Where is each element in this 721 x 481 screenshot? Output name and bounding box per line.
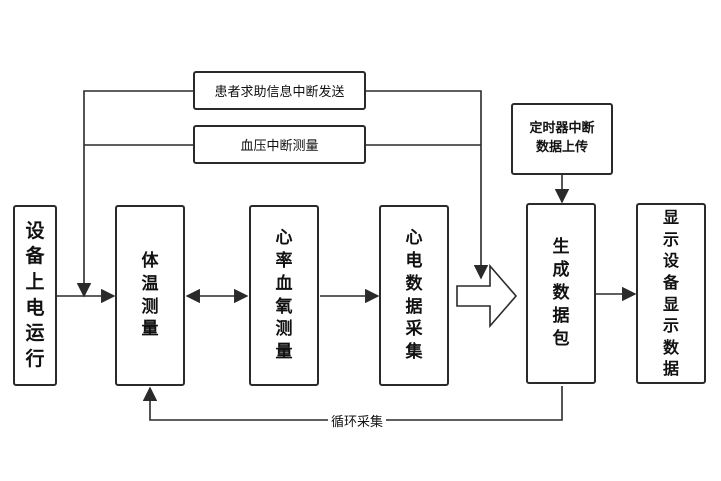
big-hollow-arrow <box>456 263 518 329</box>
node-bp-interrupt: 血压中断测量 <box>193 125 366 164</box>
node-ecg-label: 心电数据采集 <box>405 227 423 363</box>
node-power-on: 设备上电运行 <box>13 205 57 386</box>
node-help-interrupt-label: 患者求助信息中断发送 <box>214 85 345 100</box>
node-hr-spo2-label: 心率血氧测量 <box>275 227 293 363</box>
node-bp-interrupt-label: 血压中断测量 <box>240 139 319 154</box>
node-display: 显示设备显示数据 <box>636 203 706 384</box>
node-temperature-label: 体温测量 <box>141 250 159 340</box>
node-display-label: 显示设备显示数据 <box>662 208 679 379</box>
edge-help-to-temp <box>76 90 193 298</box>
node-hr-spo2: 心率血氧测量 <box>249 205 319 386</box>
node-packet-label: 生成数据包 <box>552 237 570 349</box>
node-ecg: 心电数据采集 <box>379 205 449 386</box>
node-help-interrupt: 患者求助信息中断发送 <box>193 71 366 110</box>
node-timer: 定时器中断 数据上传 <box>511 103 613 175</box>
node-temperature: 体温测量 <box>115 205 185 386</box>
node-timer-line2: 数据上传 <box>535 140 588 155</box>
node-timer-line1: 定时器中断 <box>529 121 595 137</box>
node-packet: 生成数据包 <box>526 203 596 384</box>
node-power-on-label: 设备上电运行 <box>25 219 45 370</box>
edge-help-to-packet <box>366 90 489 280</box>
edge-loop-label: 循环采集 <box>328 411 387 430</box>
